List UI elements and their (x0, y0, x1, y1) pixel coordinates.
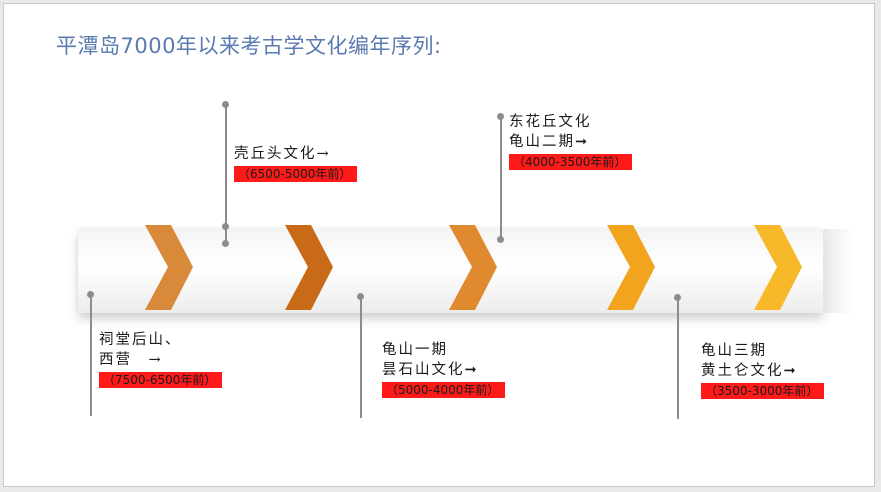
chevron-2 (285, 225, 333, 310)
chevron-5 (754, 225, 802, 310)
connector-dot (222, 101, 229, 108)
period-date: （3500-3000年前） (701, 383, 825, 399)
period-name: 西营 → (99, 352, 163, 368)
period-label-keqiutou: 壳丘头文化→ （6500-5000年前） (234, 144, 358, 184)
period-label-guishan-3: 龟山三期 黄土仑文化➞ （3500-3000年前） (701, 341, 825, 401)
connector-5 (677, 297, 679, 419)
period-name: 龟山二期➞ (509, 134, 590, 150)
chevron-arrows (145, 225, 802, 310)
period-date: （5000-4000年前） (382, 382, 506, 398)
period-date: （7500-6500年前） (99, 372, 223, 388)
period-name: 昙石山文化➞ (382, 362, 479, 378)
period-name: 黄土仑文化➞ (701, 363, 798, 379)
slide: 平潭岛7000年以来考古学文化编年序列: 壳丘头文化→ （6500-5000年前… (3, 3, 875, 487)
connector-1 (225, 104, 227, 244)
period-name: 壳丘头文化→ (234, 146, 331, 162)
connector-dot (87, 291, 94, 298)
connector-dot (357, 293, 364, 300)
period-label-guishan-1: 龟山一期 昙石山文化➞ （5000-4000年前） (382, 340, 506, 400)
period-name: 东花丘文化 (509, 114, 592, 130)
chevron-4 (607, 225, 655, 310)
chevron-3 (449, 225, 497, 310)
period-label-citanghoushan: 祠堂后山、 西营 → （7500-6500年前） (99, 330, 223, 390)
connector-4 (360, 296, 362, 418)
connector-dot (674, 294, 681, 301)
connector-dot (222, 223, 229, 230)
period-date: （6500-5000年前） (234, 166, 358, 182)
connector-3 (90, 294, 92, 416)
period-name: 祠堂后山、 (99, 332, 182, 348)
period-name: 龟山一期 (382, 342, 448, 358)
period-label-donghuaqiu: 东花丘文化 龟山二期➞ （4000-3500年前） (509, 112, 633, 172)
connector-dot (497, 236, 504, 243)
connector-2 (500, 116, 502, 240)
period-name: 龟山三期 (701, 343, 767, 359)
chevron-1 (145, 225, 193, 310)
connector-dot (497, 113, 504, 120)
page-title: 平潭岛7000年以来考古学文化编年序列: (56, 34, 442, 58)
connector-dot (222, 240, 229, 247)
period-date: （4000-3500年前） (509, 154, 633, 170)
timeline-band (78, 229, 853, 313)
